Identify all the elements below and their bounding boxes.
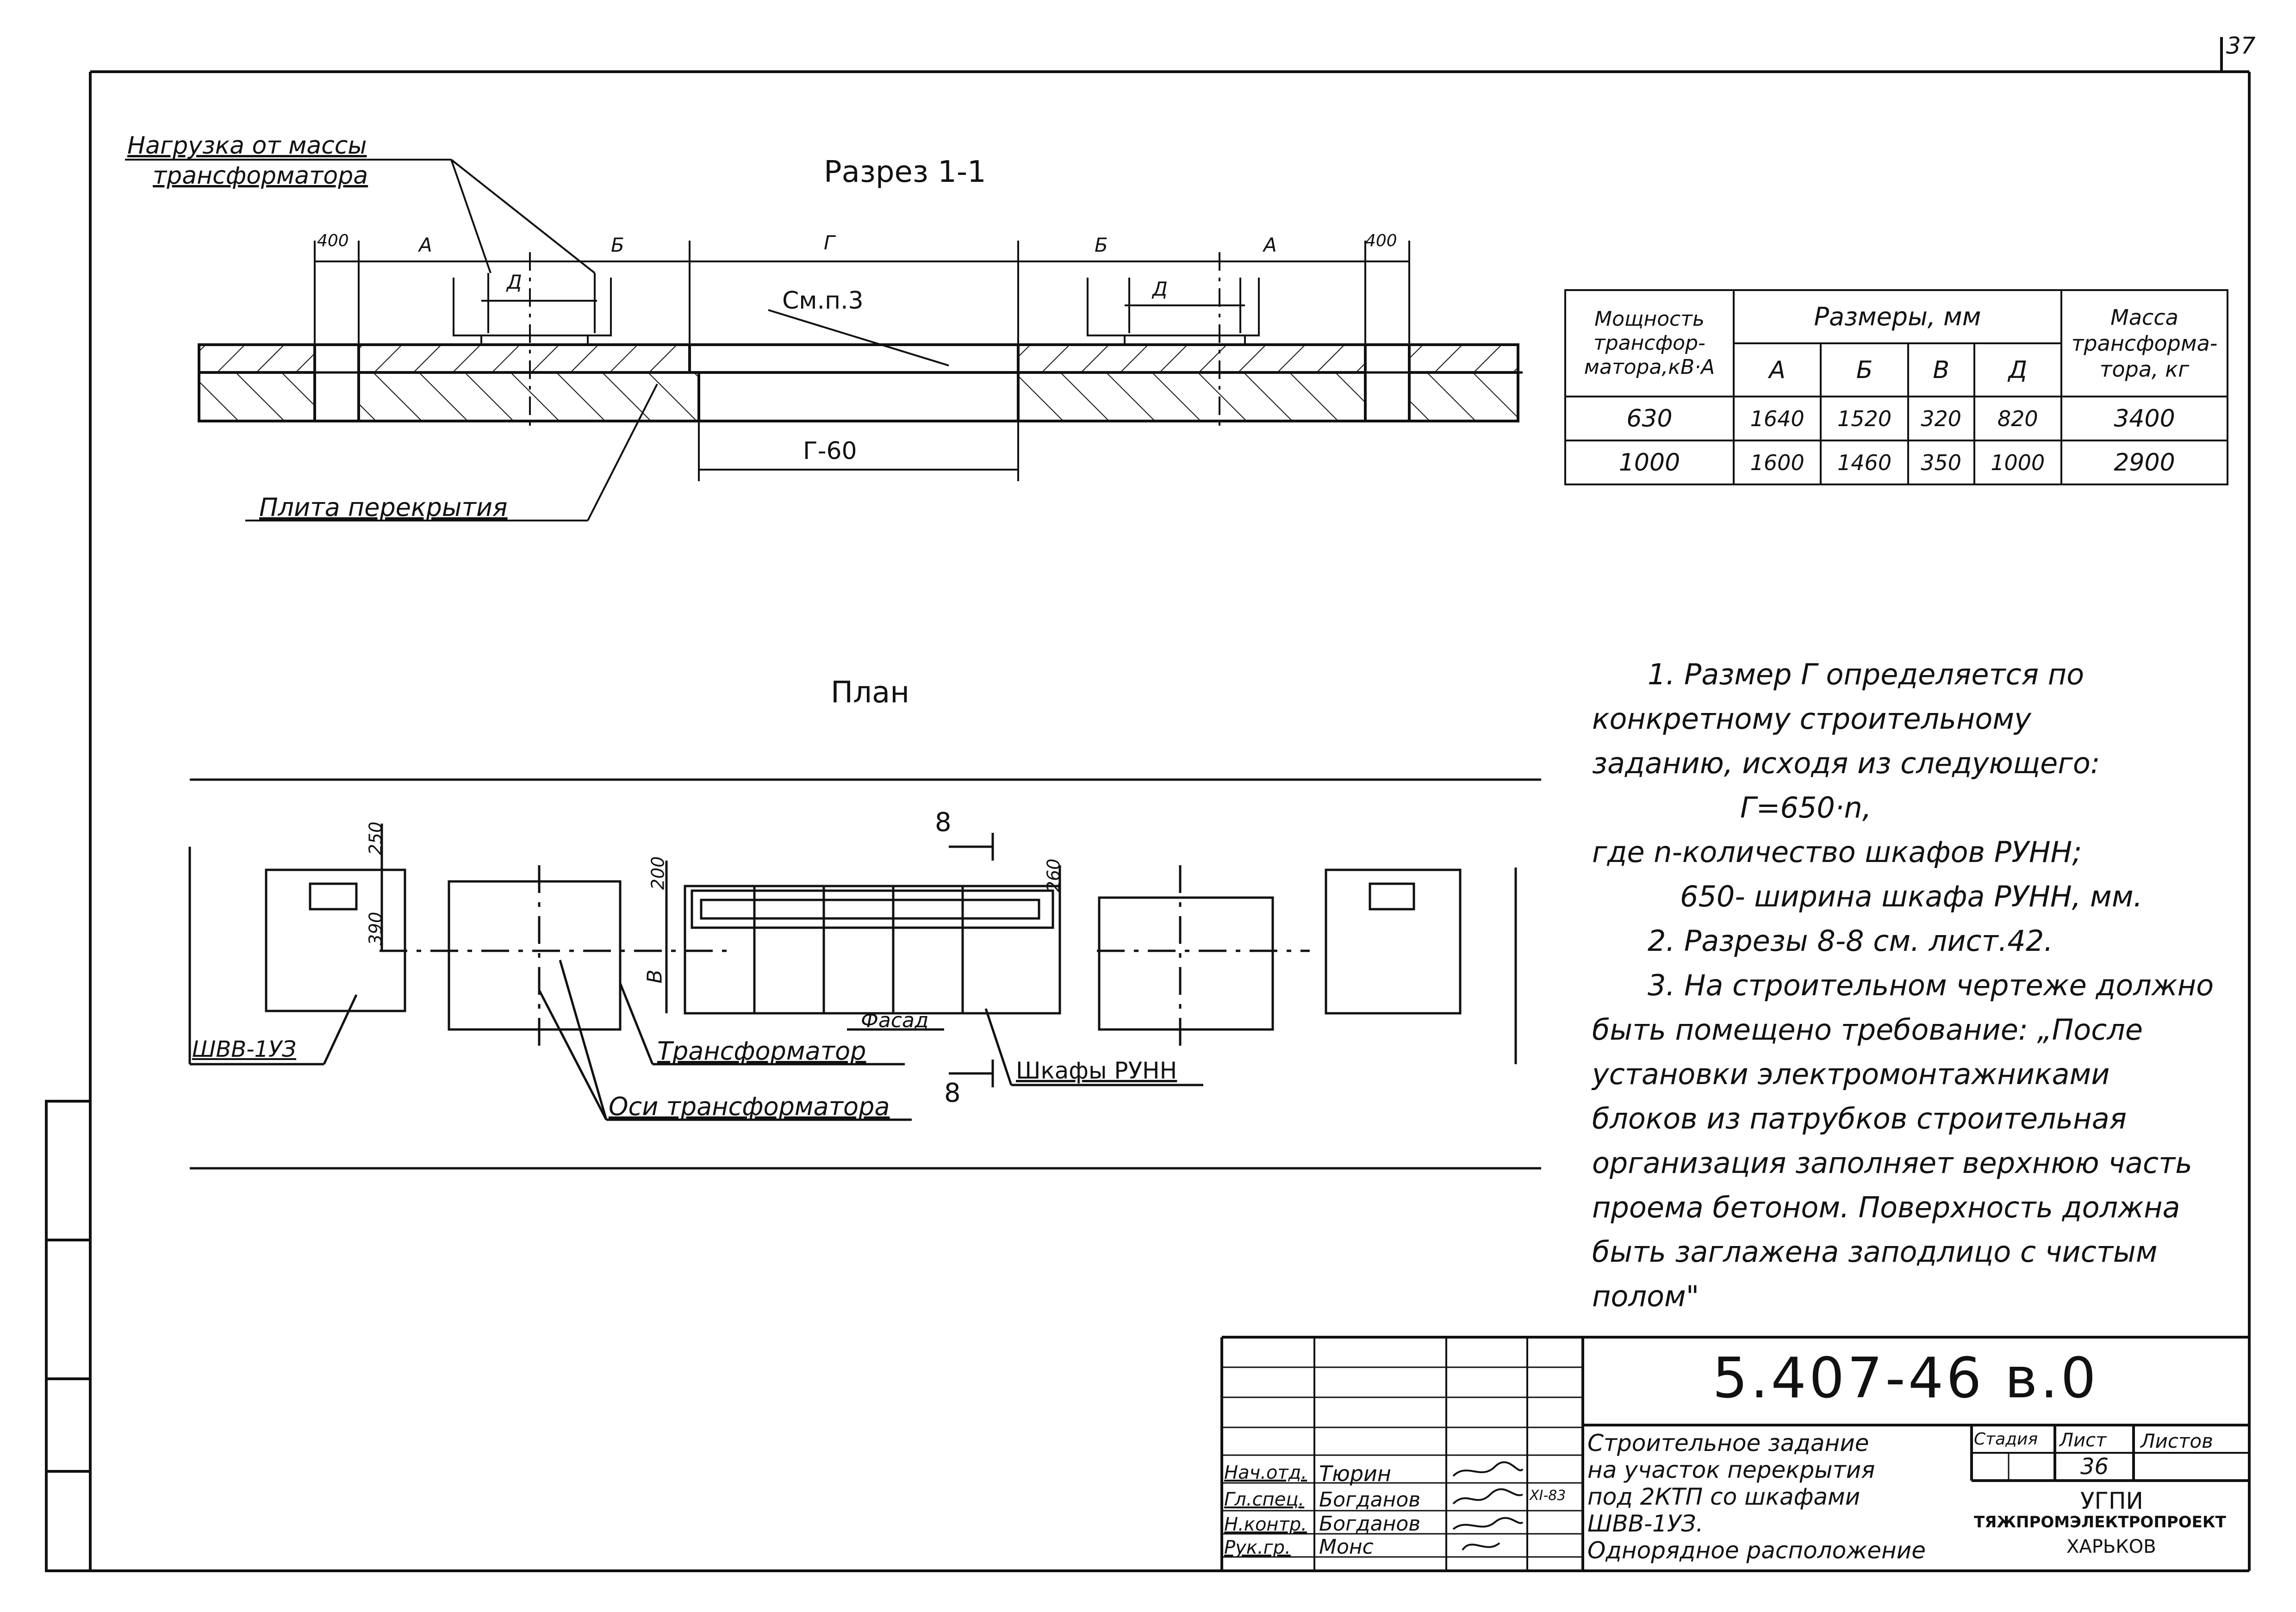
header-mass: Масса трансформа-тора, кг: [2060, 289, 2228, 397]
see-note-label: См.п.3: [782, 287, 864, 315]
stamp-title: Строительное задание на участок перекрыт…: [1587, 1430, 1972, 1564]
note-line: 1. Размер Г определяется по: [1648, 657, 2084, 691]
cell-mass: 3400: [2060, 396, 2228, 441]
role-label: Гл.спец.: [1224, 1489, 1305, 1510]
stamp-title-line: Однорядное расположение: [1587, 1537, 1926, 1564]
label-transformer: Трансформатор: [657, 1036, 866, 1066]
dim-400-left: 400: [317, 231, 349, 250]
sheets-label: Листов: [2140, 1430, 2213, 1452]
col-v: В: [1907, 342, 1975, 397]
stamp-date: XI-83: [1530, 1488, 1566, 1504]
org-line-1: УГПИ: [2080, 1488, 2143, 1514]
dim-390: 390: [365, 911, 386, 946]
dim-250: 250: [365, 821, 386, 856]
slab-label: Плита перекрытия: [259, 493, 508, 522]
cell-b: 1460: [1820, 440, 1909, 485]
spec-table: Мощность трансфор-матора,кВ·А Размеры, м…: [1564, 289, 2228, 485]
cell-a: 1600: [1732, 440, 1822, 485]
dim-b-right: Б: [1095, 234, 1108, 256]
cell-v: 320: [1907, 396, 1975, 441]
section-slab: [198, 343, 1523, 422]
stamp-title-line: ШВВ-1УЗ.: [1587, 1510, 1704, 1537]
note-line: быть помещено требование: „После: [1592, 1013, 2143, 1047]
role-label: Рук.гр.: [1224, 1537, 1291, 1558]
dim-g: Г: [824, 231, 835, 254]
note-line: 2. Разрезы 8-8 см. лист.42.: [1648, 924, 2053, 958]
cell-v: 350: [1907, 440, 1975, 485]
dim-v: В: [643, 969, 667, 984]
header-power: Мощность трансфор-матора,кВ·А: [1564, 289, 1735, 397]
label-facade: Фасад: [861, 1009, 929, 1032]
plan-lines: [188, 778, 1541, 1170]
dim-a-right: А: [1263, 234, 1277, 256]
plan-title: План: [831, 676, 910, 710]
org-line-3: ХАРЬКОВ: [2066, 1536, 2156, 1557]
load-label-line2: трансформатора: [153, 162, 368, 190]
dim-d-right: Д: [1152, 278, 1168, 300]
dim-b-left: Б: [611, 234, 624, 256]
note-line: проема бетоном. Поверхность должна: [1592, 1190, 2180, 1224]
sheet-number: 36: [2080, 1454, 2109, 1480]
dim-a-left: А: [419, 234, 432, 256]
role-label: Нач.отд.: [1224, 1462, 1307, 1483]
cell-a: 1640: [1732, 396, 1822, 441]
stamp-grid: [1220, 1336, 2249, 1571]
person-name: Монс: [1319, 1535, 1374, 1559]
note-line: конкретному строительному: [1592, 702, 2031, 736]
section-mark-bottom: 8: [944, 1078, 961, 1108]
page-number: 37: [2226, 32, 2256, 59]
load-label-line1: Нагрузка от массы: [127, 132, 367, 160]
cell-mass: 2900: [2060, 440, 2228, 485]
stage-label: Стадия: [1974, 1430, 2038, 1449]
dim-200: 200: [647, 856, 668, 890]
table-row: 1000 1600 1460 350 1000 2900: [1564, 440, 2228, 485]
note-line: установки электромонтажниками: [1592, 1057, 2110, 1091]
note-line: организация заполняет верхнюю часть: [1592, 1146, 2192, 1180]
person-name: Богданов: [1319, 1512, 1421, 1536]
note-line: полом": [1592, 1279, 1699, 1313]
notes: 1. Размер Г определяется по конкретному …: [1592, 652, 2268, 1319]
section-title: Разрез 1-1: [824, 155, 986, 189]
cell-d: 820: [1973, 396, 2063, 441]
page-frame: [45, 37, 2251, 1572]
stamp-title-line: Строительное задание: [1587, 1430, 1869, 1457]
person-name: Тюрин: [1319, 1461, 1391, 1486]
dim-g-60: Г-60: [803, 437, 857, 465]
cell-power: 630: [1564, 396, 1735, 441]
note-line: быть заглажена заподлицо с чистым: [1592, 1235, 2158, 1269]
col-d: Д: [1973, 342, 2063, 397]
dim-260: 260: [1043, 858, 1064, 893]
note-line: 650- ширина шкафа РУНН, мм.: [1680, 880, 2143, 913]
signatures: [1452, 1461, 1524, 1551]
col-a: А: [1732, 342, 1822, 397]
person-name: Богданов: [1319, 1488, 1421, 1512]
label-axes: Оси трансформатора: [609, 1092, 890, 1121]
note-line: заданию, исходя из следующего:: [1592, 746, 2100, 780]
stamp-title-line: под 2КТП со шкафами: [1587, 1483, 1860, 1510]
note-line: 3. На строительном чертеже должно: [1648, 968, 2214, 1002]
note-line: Г=650·n,: [1740, 791, 1872, 825]
cell-power: 1000: [1564, 440, 1735, 485]
cell-b: 1520: [1820, 396, 1909, 441]
role-label: Н.контр.: [1224, 1514, 1307, 1535]
section-mark-top: 8: [935, 807, 952, 837]
col-b: Б: [1820, 342, 1909, 397]
sheet-label: Лист: [2060, 1430, 2107, 1451]
note-line: где n-количество шкафов РУНН;: [1592, 835, 2082, 869]
header-sizes: Размеры, мм: [1733, 289, 2062, 344]
label-cabinets: Шкафы РУНН: [1016, 1057, 1177, 1084]
table-row: 630 1640 1520 320 820 3400: [1564, 396, 2228, 441]
stamp-title-line: на участок перекрытия: [1587, 1457, 1875, 1483]
note-line: блоков из патрубков строительная: [1592, 1102, 2127, 1135]
doc-code: 5.407-46 в.0: [1712, 1346, 2099, 1411]
label-shvv: ШВВ-1УЗ: [192, 1036, 297, 1062]
org-line-2: ТЯЖПРОМЭЛЕКТРОПРОЕКТ: [1974, 1513, 2226, 1531]
dim-d-left: Д: [507, 271, 522, 293]
section-dimensions: [125, 159, 1410, 521]
cell-d: 1000: [1973, 440, 2063, 485]
dim-400-right: 400: [1365, 231, 1397, 250]
